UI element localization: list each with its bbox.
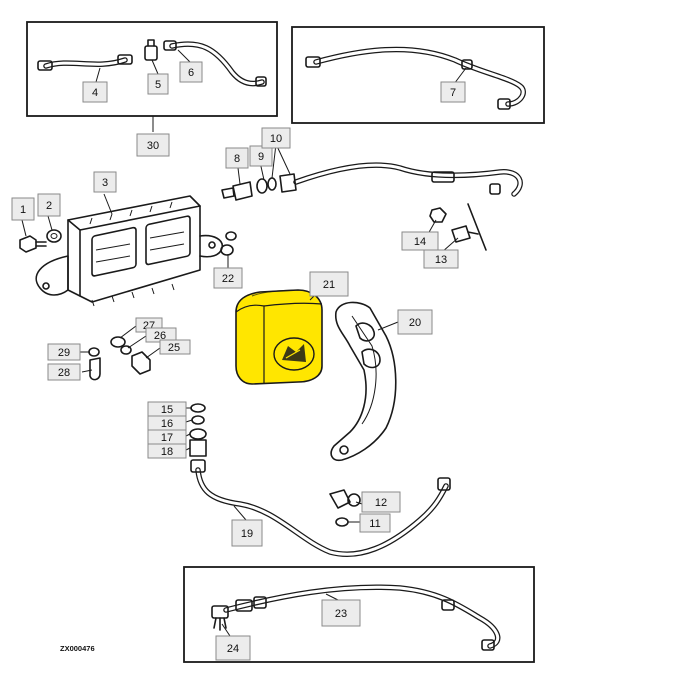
- callout-text: 16: [161, 418, 173, 430]
- callout-c18[interactable]: 18: [147, 443, 187, 459]
- callout-text: 29: [58, 347, 70, 359]
- callout-text: 5: [155, 79, 161, 91]
- callout-c15[interactable]: 15: [147, 401, 187, 417]
- controller-module: [19, 195, 237, 307]
- callout-text: 30: [147, 140, 159, 152]
- callout-c29[interactable]: 29: [47, 343, 81, 361]
- callout-c21[interactable]: 21: [309, 271, 349, 297]
- callout-text: 24: [227, 643, 239, 655]
- callout-text: 4: [92, 87, 98, 99]
- callout-c13[interactable]: 13: [423, 249, 459, 269]
- callout-c22[interactable]: 22: [213, 267, 243, 289]
- mounting-bracket: [330, 301, 397, 462]
- figure-id: ZX000476: [60, 644, 95, 653]
- highlighted-part-21: [235, 289, 323, 385]
- callout-c12[interactable]: 12: [361, 491, 401, 513]
- harness-lower: [189, 403, 451, 557]
- callout-text: 1: [20, 204, 26, 216]
- callout-text: 9: [258, 151, 264, 163]
- fastener-group: [88, 336, 151, 381]
- callout-text: 19: [241, 528, 253, 540]
- callout-text: 15: [161, 404, 173, 416]
- callout-text: 8: [234, 153, 240, 165]
- callout-c6[interactable]: 6: [179, 61, 203, 83]
- callout-c20[interactable]: 20: [397, 309, 433, 335]
- callout-c2[interactable]: 2: [37, 193, 61, 217]
- callout-text: 10: [270, 133, 282, 145]
- callout-text: 2: [46, 200, 52, 212]
- callout-c23[interactable]: 23: [321, 599, 361, 627]
- callout-text: 28: [58, 367, 70, 379]
- callout-text: 18: [161, 446, 173, 458]
- callout-c24[interactable]: 24: [215, 635, 251, 661]
- detail-box-cable-set: [26, 21, 278, 117]
- callout-c11[interactable]: 11: [359, 513, 391, 533]
- callout-text: 20: [409, 317, 421, 329]
- callout-text: 6: [188, 67, 194, 79]
- callout-text: 11: [369, 518, 380, 530]
- callout-c30[interactable]: 30: [136, 133, 170, 157]
- callout-text: 22: [222, 273, 234, 285]
- callout-text: 17: [161, 432, 173, 444]
- detail-box-line-23: [183, 566, 535, 663]
- harness-upper: [221, 162, 523, 251]
- callout-c9[interactable]: 9: [249, 145, 273, 167]
- callout-text: 12: [375, 497, 387, 509]
- callout-text: 23: [335, 608, 347, 620]
- callout-text: 7: [450, 87, 456, 99]
- callout-text: 21: [323, 279, 335, 291]
- callout-text: 3: [102, 177, 108, 189]
- sensor-fittings: [429, 207, 479, 243]
- detail-box-line-7: [291, 26, 545, 124]
- callout-c4[interactable]: 4: [82, 81, 108, 103]
- callout-c28[interactable]: 28: [47, 363, 81, 381]
- leader-lines: [21, 49, 467, 637]
- callout-text: 25: [168, 342, 180, 354]
- callout-c16[interactable]: 16: [147, 415, 187, 431]
- callout-text: 26: [154, 330, 166, 342]
- callout-c14[interactable]: 14: [401, 231, 439, 251]
- callout-text: 14: [414, 236, 426, 248]
- callout-c10[interactable]: 10: [261, 127, 291, 149]
- callout-c3[interactable]: 3: [93, 171, 117, 193]
- callout-c5[interactable]: 5: [147, 73, 169, 95]
- callout-c7[interactable]: 7: [440, 81, 466, 103]
- callout-c25[interactable]: 25: [159, 339, 191, 355]
- callout-c8[interactable]: 8: [225, 147, 249, 169]
- callout-c19[interactable]: 19: [231, 519, 263, 547]
- callout-text: 13: [435, 254, 447, 266]
- callout-c1[interactable]: 1: [11, 197, 35, 221]
- callout-c17[interactable]: 17: [147, 429, 187, 445]
